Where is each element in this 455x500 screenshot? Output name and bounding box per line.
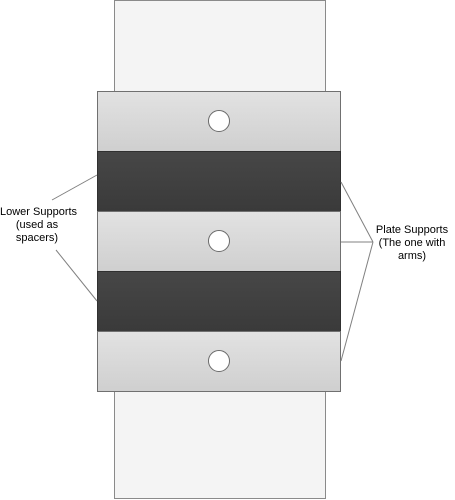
- leader-line-plate-top: [340, 181, 374, 243]
- plate-supports-label-line-2: (The one with: [378, 237, 446, 249]
- leader-line-lower-top: [51, 174, 98, 201]
- leader-line-lower-bottom: [55, 249, 98, 302]
- plate-supports-label: Plate Supports (The one with arms): [374, 224, 450, 263]
- plate-supports-label-line-1: Plate Supports: [375, 224, 449, 236]
- lower-supports-label-line-3: spacers): [15, 232, 59, 244]
- lower-supports-label-line-1: Lower Supports: [0, 206, 78, 218]
- plate-supports-label-line-3: arms): [397, 250, 427, 262]
- lower-support-bottom: [97, 271, 341, 332]
- bolt-hole-icon: [208, 230, 230, 252]
- lower-supports-label-line-2: (used as: [15, 219, 59, 231]
- bolt-hole-icon: [208, 350, 230, 372]
- lower-supports-label: Lower Supports (used as spacers): [0, 206, 78, 245]
- bolt-hole-icon: [208, 110, 230, 132]
- leader-line-plate-bottom: [340, 241, 374, 362]
- lower-support-top: [97, 151, 341, 212]
